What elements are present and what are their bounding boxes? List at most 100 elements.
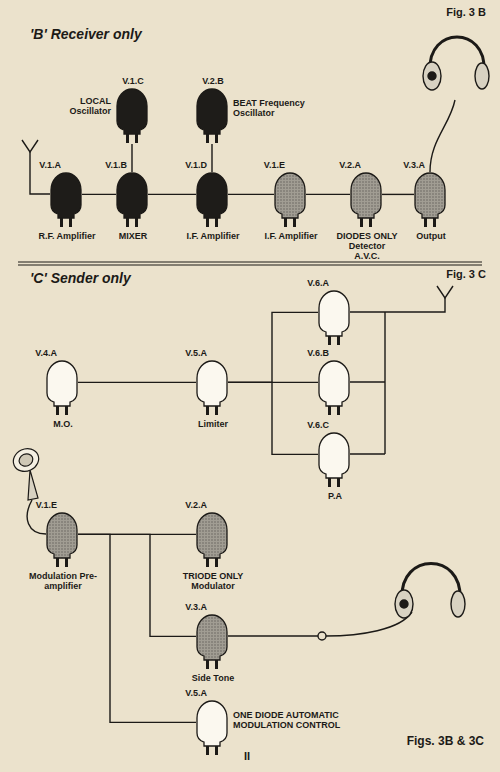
valve-pin [69, 218, 72, 227]
valve: V.4.AM.O. [46, 360, 78, 416]
valve-envelope [415, 173, 445, 218]
valve-symbol [274, 172, 306, 228]
valve-symbol [196, 172, 228, 228]
valve-number: V.2.A [184, 500, 208, 510]
valve-pin [215, 660, 218, 669]
valve: V.6.B [318, 360, 350, 416]
valve: V.1.CLOCAL Oscillator [116, 88, 148, 144]
valve-function: Limiter [190, 419, 236, 429]
headphone-cord [430, 100, 455, 172]
earpiece [423, 62, 441, 90]
valve-envelope [197, 173, 227, 218]
valve-number: V.5.A [184, 348, 208, 358]
valve-number: V.4.A [34, 348, 58, 358]
valve-envelope [197, 89, 227, 134]
valve-function: TRIODE ONLY Modulator [179, 571, 247, 591]
valve-number: V.1.E [35, 500, 58, 510]
wire [228, 312, 318, 382]
wire [228, 194, 274, 195]
valve-envelope [319, 361, 349, 406]
wire [82, 194, 116, 195]
figure-caption: Figs. 3B & 3C [407, 734, 484, 748]
layout-wires [18, 100, 482, 640]
valve-pin [56, 406, 59, 415]
valve-symbol [318, 360, 350, 416]
valve-symbol [196, 360, 228, 416]
valve-envelope [117, 173, 147, 218]
valve-envelope [197, 361, 227, 406]
microphone-head [10, 445, 43, 476]
valve-number: V.1.E [263, 160, 286, 170]
valve-pin [215, 558, 218, 567]
jack-point [318, 632, 326, 640]
valve-pin [433, 218, 436, 227]
valve-pin [215, 218, 218, 227]
earpiece-centre [400, 600, 408, 608]
valve-pin [284, 218, 287, 227]
valve-envelope [197, 701, 227, 746]
valve-pin [206, 558, 209, 567]
valve: V.1.EI.F. Amplifier [274, 172, 306, 228]
valve-number: V.6.B [306, 348, 330, 358]
valve-pin [293, 218, 296, 227]
valve: V.2.BBEAT Frequency Oscillator [196, 88, 228, 144]
headphones [423, 37, 489, 90]
valve-function: Modulation Pre-amplifier [27, 571, 99, 591]
wire [228, 382, 318, 454]
output-bus [350, 298, 445, 454]
microphone-grille [17, 452, 35, 469]
valve-function: I.F. Amplifier [259, 231, 323, 241]
valve-symbol [318, 432, 350, 488]
figure-number: Fig. 3 C [446, 268, 486, 280]
valve-function: R.F. Amplifier [35, 231, 99, 241]
valve-pin [337, 406, 340, 415]
valve-symbol [46, 512, 78, 568]
valve-pin [337, 478, 340, 487]
valve-symbol [116, 88, 148, 144]
valve-symbol [414, 172, 446, 228]
valve-envelope [275, 173, 305, 218]
valve-pin [424, 218, 427, 227]
valve-symbol [116, 172, 148, 228]
valve-pin [65, 406, 68, 415]
aerial-symbol [22, 140, 38, 152]
valve-pin [65, 558, 68, 567]
valve: V.5.AONE DIODE AUTOMATIC MODULATION CONT… [196, 700, 228, 756]
headphones [395, 564, 465, 619]
wire [78, 534, 196, 722]
valve-pin [206, 218, 209, 227]
valve-envelope [197, 513, 227, 558]
valve: V.5.ALimiter [196, 360, 228, 416]
valve-pin [328, 336, 331, 345]
valve-number: V.6.A [306, 278, 330, 288]
valve-pin [56, 558, 59, 567]
valve-pin [135, 218, 138, 227]
wire [382, 194, 414, 195]
divider-line [18, 262, 482, 265]
valve-envelope [319, 291, 349, 336]
figure-number: Fig. 3 B [446, 6, 486, 18]
valve-symbol [196, 700, 228, 756]
valve-pin [206, 406, 209, 415]
valve-pin [369, 218, 372, 227]
valve: V.1.DI.F. Amplifier [196, 172, 228, 228]
headband [402, 564, 460, 599]
valve-pin [328, 406, 331, 415]
valve-pin [215, 134, 218, 143]
valve-number: V.2.B [182, 76, 244, 86]
valve-envelope [47, 361, 77, 406]
valve-number: V.3.A [402, 160, 426, 170]
valve-envelope [117, 89, 147, 134]
wire [306, 194, 350, 195]
valve: V.1.BMIXER [116, 172, 148, 228]
valve-function: LOCAL Oscillator [54, 96, 112, 116]
valve-function: BEAT Frequency Oscillator [232, 98, 306, 118]
valve-pin [206, 134, 209, 143]
valve-symbol [350, 172, 382, 228]
valve-function: I.F. Amplifier [181, 231, 245, 241]
aerial-wire [30, 152, 50, 194]
wire [78, 382, 196, 383]
valve-pin [206, 746, 209, 755]
valve-symbol [196, 512, 228, 568]
valve: V.1.AR.F. Amplifier [50, 172, 82, 228]
